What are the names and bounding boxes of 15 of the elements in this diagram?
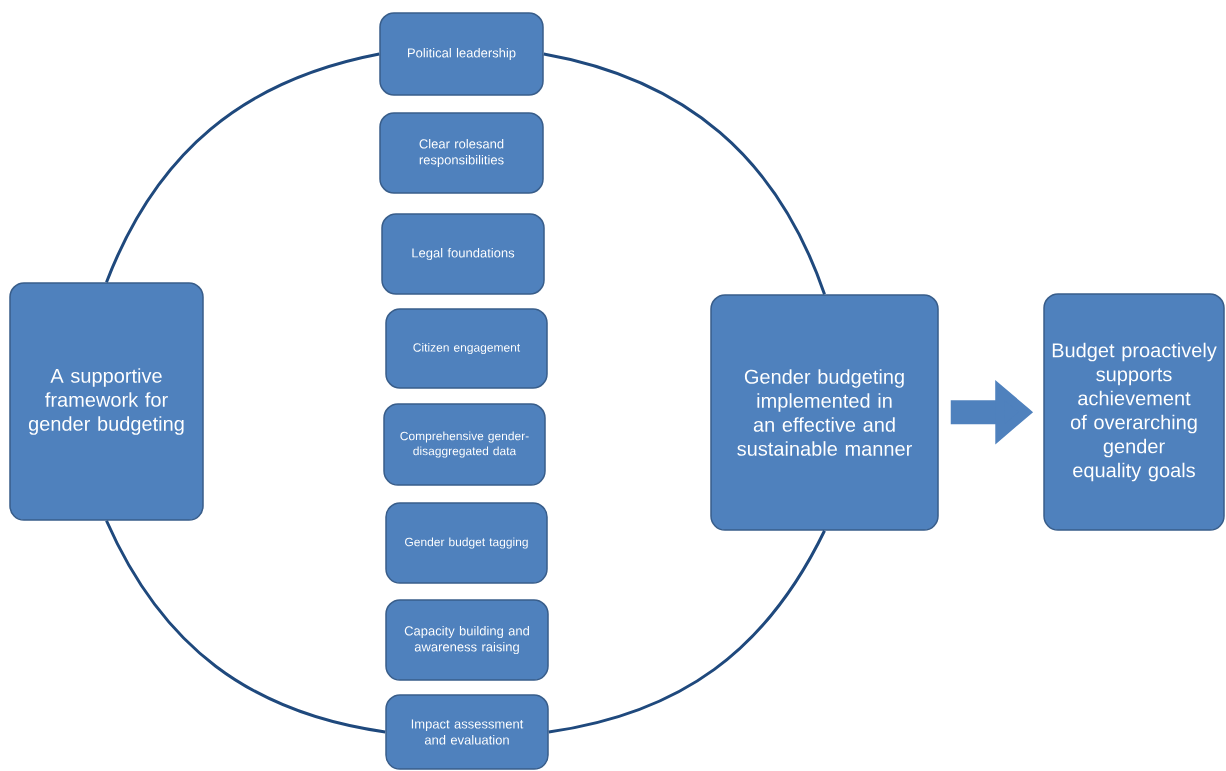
goal-box: Budget proactively supports achievement of overarching gender equality goals bbox=[1043, 293, 1225, 531]
circle-arc bbox=[105, 52, 380, 283]
circle-arc bbox=[543, 52, 826, 295]
outcome-box: Gender budgeting implemented in an effective and sustainable manner bbox=[710, 294, 939, 531]
rounded-box: Gender budget tagging bbox=[385, 502, 548, 584]
rounded-box: Political leadership bbox=[379, 12, 544, 96]
rounded-box: Impact assessment and evaluation bbox=[385, 694, 549, 770]
circle-arc bbox=[105, 520, 386, 734]
rounded-box: Legal foundations bbox=[381, 213, 545, 295]
rounded-box: Citizen engagement bbox=[385, 308, 548, 389]
circle-arc bbox=[548, 530, 826, 734]
rounded-box: Capacity building and awareness raising bbox=[385, 599, 549, 681]
rounded-box: Clear rolesand responsibilities bbox=[379, 112, 544, 194]
rounded-box: Comprehensive gender-disaggregated data bbox=[383, 403, 546, 486]
framework-box: A supportive framework for gender budgeting bbox=[9, 282, 204, 521]
